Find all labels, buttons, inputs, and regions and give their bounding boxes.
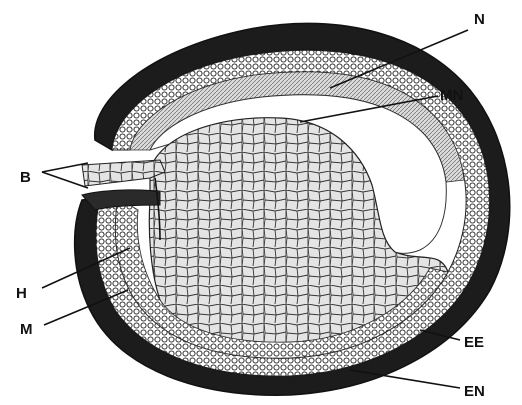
leader-B-lower [42, 172, 88, 188]
leader-B-upper [42, 163, 88, 172]
label-N: N [474, 11, 485, 28]
label-M: M [20, 321, 33, 338]
label-B: B [20, 169, 31, 186]
label-H: H [16, 285, 27, 302]
label-MN: MN [440, 87, 463, 104]
label-EE: EE [464, 334, 484, 351]
label-EN: EN [464, 383, 485, 400]
